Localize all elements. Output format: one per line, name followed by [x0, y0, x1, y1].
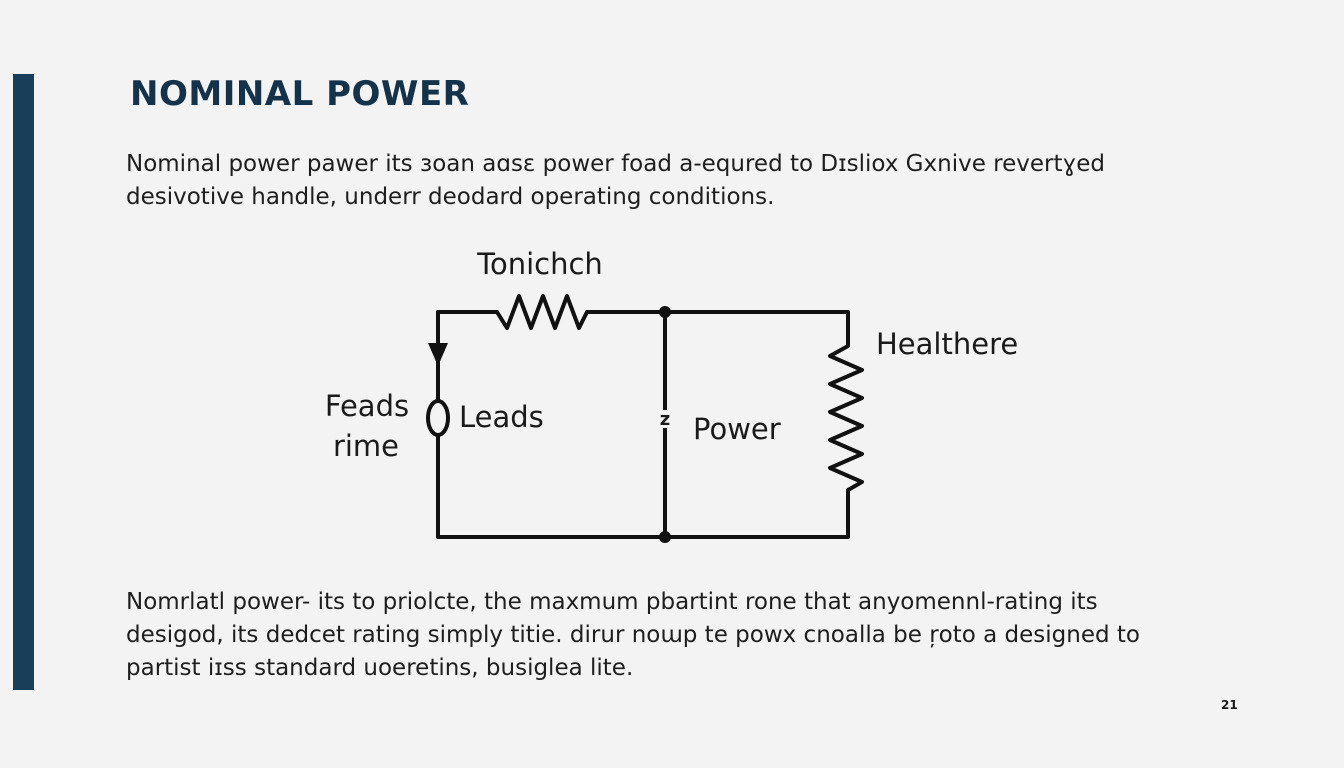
junction-top	[659, 306, 671, 318]
right-resistor-label: Healthere	[876, 327, 1018, 361]
closing-line: partist iɪss standard uoeretins, busigle…	[126, 655, 634, 681]
top-resistor	[495, 294, 589, 330]
accent-bar	[13, 74, 34, 690]
intro-line: Nominal power pawer its ɜoan aɑsɛ power …	[126, 151, 1105, 177]
left-label-line2: rime	[333, 429, 399, 463]
circuit-diagram: z Tonichch Healthere Feads rime Leads Po…	[325, 247, 1018, 543]
right-resistor	[828, 344, 864, 492]
middle-label: Power	[693, 412, 781, 446]
page-number: 21	[1221, 698, 1238, 712]
middle-symbol: z	[660, 409, 670, 430]
current-arrow	[428, 343, 448, 366]
closing-paragraph: Nomrlatl power- its to priolcte, the max…	[126, 586, 1140, 685]
intro-paragraph: Nominal power pawer its ɜoan aɑsɛ power …	[126, 148, 1105, 214]
intro-line: desivotive handle, underr deodard operat…	[126, 184, 775, 210]
left-label-line1: Feads	[325, 389, 409, 423]
junction-bottom	[659, 531, 671, 543]
closing-line: desigod, its dedcet rating simply titie.…	[126, 622, 1140, 648]
closing-line: Nomrlatl power- its to priolcte, the max…	[126, 589, 1098, 615]
source-symbol	[426, 399, 450, 437]
top-resistor-label: Tonichch	[476, 247, 603, 281]
slide-title: NOMINAL POWER	[130, 74, 470, 114]
source-label: Leads	[459, 400, 544, 434]
